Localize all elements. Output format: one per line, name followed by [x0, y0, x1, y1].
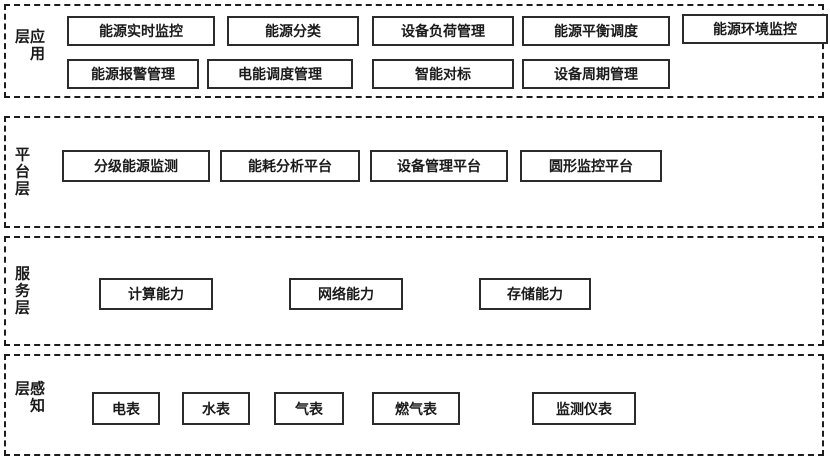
layer-platform-label: 平台层: [13, 146, 30, 198]
diagram-box: 水表: [182, 392, 250, 425]
layer-application: 应用层 能源实时监控 能源分类 设备负荷管理 能源平衡调度 能源环境监控 能源报…: [4, 4, 828, 98]
diagram-box: 设备周期管理: [522, 59, 670, 89]
diagram-box: 能源分类: [227, 16, 359, 46]
layer-application-label: 应用层: [13, 28, 45, 63]
diagram-box: 智能对标: [372, 59, 514, 89]
diagram-box: 能源实时监控: [67, 16, 215, 46]
diagram-box: 计算能力: [99, 278, 213, 310]
layer-perception: 感知层 电表 水表 气表 燃气表 监测仪表: [4, 354, 824, 456]
diagram-box: 电表: [92, 392, 160, 425]
layer-service-label: 服务层: [13, 265, 30, 317]
diagram-box: 设备负荷管理: [372, 16, 514, 46]
diagram-box: 圆形监控平台: [520, 150, 662, 182]
diagram-box: 分级能源监测: [62, 150, 210, 182]
layer-perception-label: 感知层: [13, 380, 45, 415]
diagram-box: 气表: [274, 392, 344, 425]
diagram-box: 电能调度管理: [207, 59, 353, 89]
diagram-box: 燃气表: [372, 392, 460, 425]
diagram-box: 设备管理平台: [370, 150, 508, 182]
diagram-box: 存储能力: [479, 278, 591, 310]
diagram-box: 监测仪表: [532, 392, 636, 425]
layer-service: 服务层 计算能力 网络能力 存储能力: [4, 236, 824, 346]
diagram-box: 能源报警管理: [67, 59, 199, 89]
diagram-box: 网络能力: [289, 278, 403, 310]
diagram-box: 能耗分析平台: [220, 150, 360, 182]
layer-platform: 平台层 分级能源监测 能耗分析平台 设备管理平台 圆形监控平台: [4, 116, 824, 228]
diagram-box: 能源平衡调度: [522, 16, 670, 46]
diagram-box: 能源环境监控: [682, 14, 828, 44]
